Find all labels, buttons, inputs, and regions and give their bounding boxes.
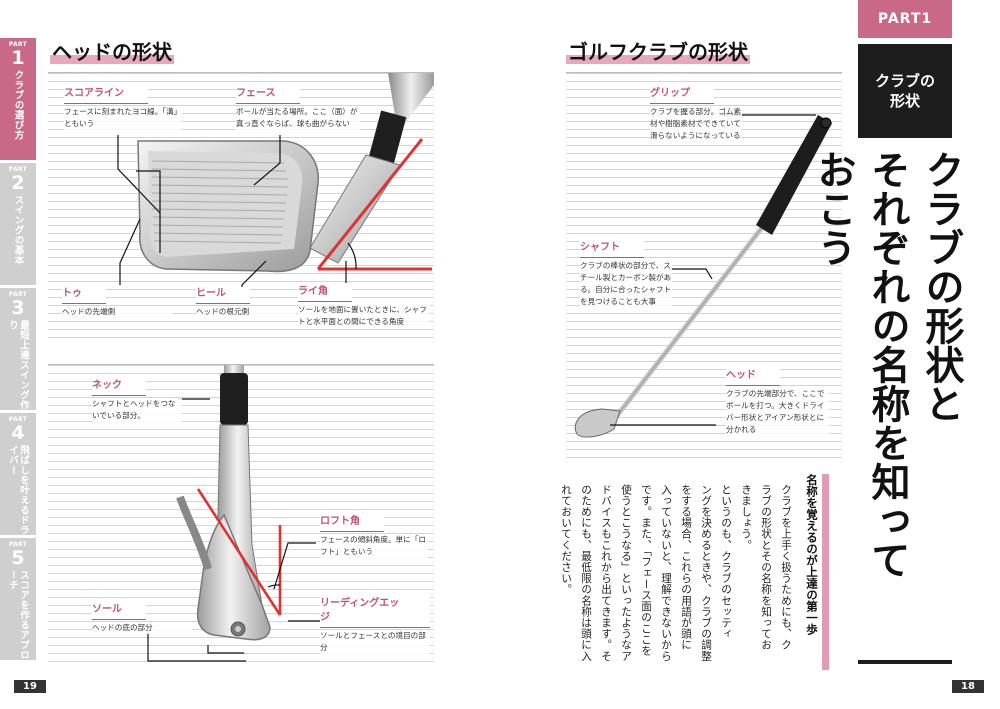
side-tab-number: 2 <box>11 172 25 194</box>
label-grip: グリップ クラブを握る部分。ゴム素材や樹脂素材でできていて滑らないようになってい… <box>650 87 742 142</box>
label-leading-edge: リーディングエッジ ソールとフェースとの境目の部分 <box>320 597 430 654</box>
label-text: シャフトとヘッドをつないでいる部分。 <box>92 398 182 422</box>
label-title: フェース <box>236 87 300 104</box>
label-title: スコアライン <box>64 87 148 104</box>
iron-side-illustration <box>147 365 320 662</box>
body-line: クラブを上手く扱うためにも、ク <box>780 484 792 651</box>
label-head: ヘッド クラブの先端部分で、ここでボールを打つ。大きくドライバー形状とアイアン形… <box>726 369 830 436</box>
part-tag: PART1 <box>858 0 952 38</box>
label-text: ソールを地面に置いたときに、シャフトと水平面との間にできる角度 <box>298 304 430 328</box>
body-text: クラブを上手く扱うためにも、ク ラブの形状とその名称を知ってお きましょう。 と… <box>556 484 796 670</box>
headline-line2: それぞれの名称を知っておこう <box>811 150 910 579</box>
part-side-tabs: PART 1 クラブの選び方 PART 2 スイングの基本 PART 3 最短上… <box>0 38 36 662</box>
label-title: ネック <box>92 379 146 396</box>
subheading: 名称を覚えるのが上達の第一歩 <box>804 474 829 670</box>
section-title-club-shape: ゴルフクラブの形状 <box>566 40 750 64</box>
label-title: ロフト角 <box>320 515 384 532</box>
side-tab-number: 5 <box>11 547 25 569</box>
body-line: をする場合、これらの用語が頭に <box>680 484 692 651</box>
label-text: ボールが当たる場所。ここ（面）が真っ直ぐならば、球も曲がらない <box>236 106 360 130</box>
label-text: ソールとフェースとの境目の部分 <box>320 630 430 654</box>
club-diagram-panel: グリップ クラブを握る部分。ゴム素材や樹脂素材でできていて滑らないようになってい… <box>566 72 842 458</box>
part-box: クラブの 形状 <box>858 44 952 138</box>
label-face: フェース ボールが当たる場所。ここ（面）が真っ直ぐならば、球も曲がらない <box>236 87 360 130</box>
label-toe: トゥ ヘッドの先端側 <box>62 287 172 318</box>
body-line: ラブの形状とその名称を知ってお <box>760 484 772 651</box>
page-number-left: 19 <box>14 680 46 693</box>
label-title: ヒール <box>196 287 250 304</box>
part-box-line1: クラブの <box>874 72 935 90</box>
side-tab-title: クラブの選び方 <box>12 70 24 140</box>
golf-club-illustration <box>574 114 832 438</box>
body-line: です。また、「フェース面のここを <box>640 484 652 657</box>
label-title: トゥ <box>62 287 106 304</box>
side-tab-part3[interactable]: PART 3 最短上達スイング作り <box>0 288 36 412</box>
side-tab-title: 飛ばしを叶えるドライバー <box>7 445 29 535</box>
side-tab-part-label: PART <box>8 166 28 173</box>
side-tab-part2[interactable]: PART 2 スイングの基本 <box>0 163 36 287</box>
body-line: というのも、クラブのセッティ <box>720 484 732 640</box>
head-diagram-panel: スコアライン フェースに刻まれたヨコ線。「溝」ともいう フェース ボールが当たる… <box>48 72 434 344</box>
label-title: グリップ <box>650 87 714 104</box>
side-view-diagram-panel: ネック シャフトとヘッドをつないでいる部分。 ロフト角 フェースの傾斜角度。単に… <box>48 364 434 662</box>
label-text: クラブの棒状の部分で、スチール製とカーボン製がある。自分に合ったシャフトを見つけ… <box>580 260 672 308</box>
label-text: ヘッドの根元側 <box>196 306 296 318</box>
label-score-line: スコアライン フェースに刻まれたヨコ線。「溝」ともいう <box>64 87 182 130</box>
main-headline: クラブの形状と それぞれの名称を知っておこう <box>811 150 968 590</box>
body-line: 入っていないと、理解できないから <box>660 484 672 662</box>
side-tab-number: 1 <box>11 47 25 69</box>
part-box-line2: 形状 <box>889 92 920 110</box>
side-tab-part-label: PART <box>8 416 28 423</box>
label-shaft: シャフト クラブの棒状の部分で、スチール製とカーボン製がある。自分に合ったシャフ… <box>580 241 672 308</box>
label-title: ライ角 <box>298 285 352 302</box>
label-sole: ソール ヘッドの底の部分 <box>92 603 192 634</box>
label-text: フェースに刻まれたヨコ線。「溝」ともいう <box>64 106 182 130</box>
headline-line1: クラブの形状と <box>919 150 964 423</box>
side-tab-part4[interactable]: PART 4 飛ばしを叶えるドライバー <box>0 413 36 537</box>
label-neck: ネック シャフトとヘッドをつないでいる部分。 <box>92 379 182 422</box>
label-loft-angle: ロフト角 フェースの傾斜角度。単に「ロフト」ともいう <box>320 515 428 558</box>
label-text: ヘッドの先端側 <box>62 306 172 318</box>
side-tab-number: 3 <box>11 297 25 319</box>
label-text: フェースの傾斜角度。単に「ロフト」ともいう <box>320 534 428 558</box>
side-tab-number: 4 <box>11 422 25 444</box>
side-tab-part-label: PART <box>8 41 28 48</box>
label-heel: ヒール ヘッドの根元側 <box>196 287 296 318</box>
side-tab-title: スコアを作るアプローチ <box>7 570 29 660</box>
headline-rule <box>858 660 952 664</box>
label-title: ヘッド <box>726 369 780 386</box>
body-line: のためにも、最低限の名称は頭に入 <box>580 484 592 662</box>
iron-head-illustration <box>117 73 434 291</box>
section-title-head-shape: ヘッドの形状 <box>50 40 174 64</box>
side-tab-title: 最短上達スイング作り <box>7 320 29 410</box>
side-tab-title: スイングの基本 <box>12 195 24 265</box>
side-tab-part-label: PART <box>8 541 28 548</box>
label-text: クラブを握る部分。ゴム素材や樹脂素材でできていて滑らないようになっている <box>650 106 742 142</box>
label-title: シャフト <box>580 241 644 258</box>
label-text: クラブの先端部分で、ここでボールを打つ。大きくドライバー形状とアイアン形状とに分… <box>726 388 830 436</box>
label-title: リーディングエッジ <box>320 597 430 628</box>
side-tab-part-label: PART <box>8 291 28 298</box>
side-tab-part5[interactable]: PART 5 スコアを作るアプローチ <box>0 538 36 662</box>
side-tab-part1[interactable]: PART 1 クラブの選び方 <box>0 38 36 162</box>
body-line: れておいてください。 <box>560 484 572 595</box>
body-line: ドバイスもこれから出てきます。そ <box>600 484 612 662</box>
page-number-right: 18 <box>952 680 984 693</box>
label-text: ヘッドの底の部分 <box>92 622 192 634</box>
body-line: 使うとこうなる」といったようなア <box>620 484 632 662</box>
label-title: ソール <box>92 603 146 620</box>
body-line: きましょう。 <box>740 484 752 551</box>
body-line: ングを決めるときや、クラブの調整 <box>700 484 712 662</box>
label-lie-angle: ライ角 ソールを地面に置いたときに、シャフトと水平面との間にできる角度 <box>298 285 430 328</box>
